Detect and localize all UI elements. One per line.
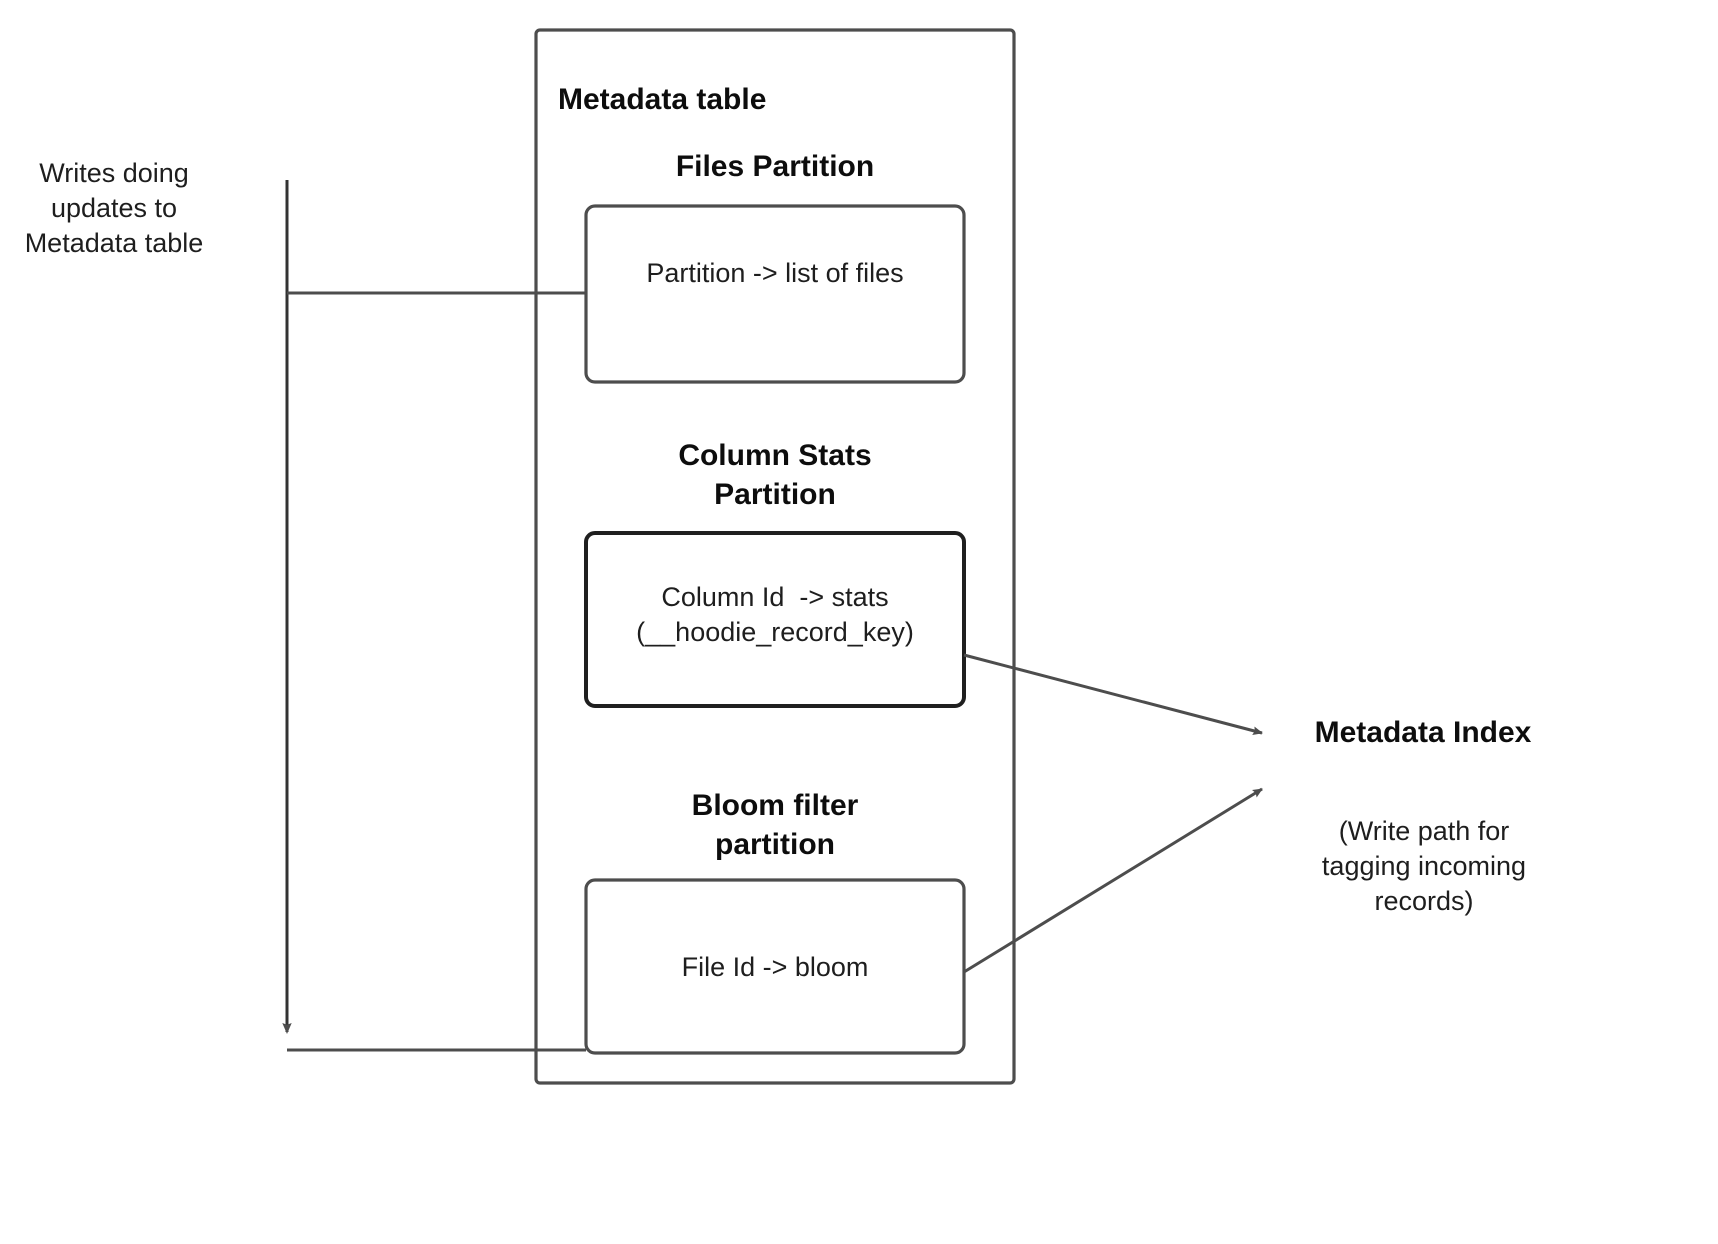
arrow-bloom-filter-to-index <box>963 787 1263 974</box>
bloom-filter-partition-heading: Bloom filter partition <box>691 789 859 861</box>
metadata-index-title: Metadata Index <box>1314 716 1532 749</box>
files-partition-heading: Files Partition <box>675 150 875 183</box>
column-stats-partition-box-text: Column Id -> stats (__hoodie_record_key) <box>636 582 914 648</box>
column-stats-partition-heading: Column Stats Partition <box>678 439 872 511</box>
writes-source-label: Writes doing updates to Metadata table <box>24 158 204 259</box>
bloom-filter-partition-box-text: File Id -> bloom <box>681 952 869 982</box>
metadata-table-container <box>534 28 1016 1085</box>
arrow-column-stats-to-index <box>963 653 1263 735</box>
files-partition-box-text: Partition -> list of files <box>646 258 904 288</box>
metadata-table-title: Metadata table <box>558 83 767 116</box>
metadata-index-subtitle: (Write path for tagging incoming records… <box>1321 816 1527 917</box>
files-partition-box <box>584 204 966 384</box>
